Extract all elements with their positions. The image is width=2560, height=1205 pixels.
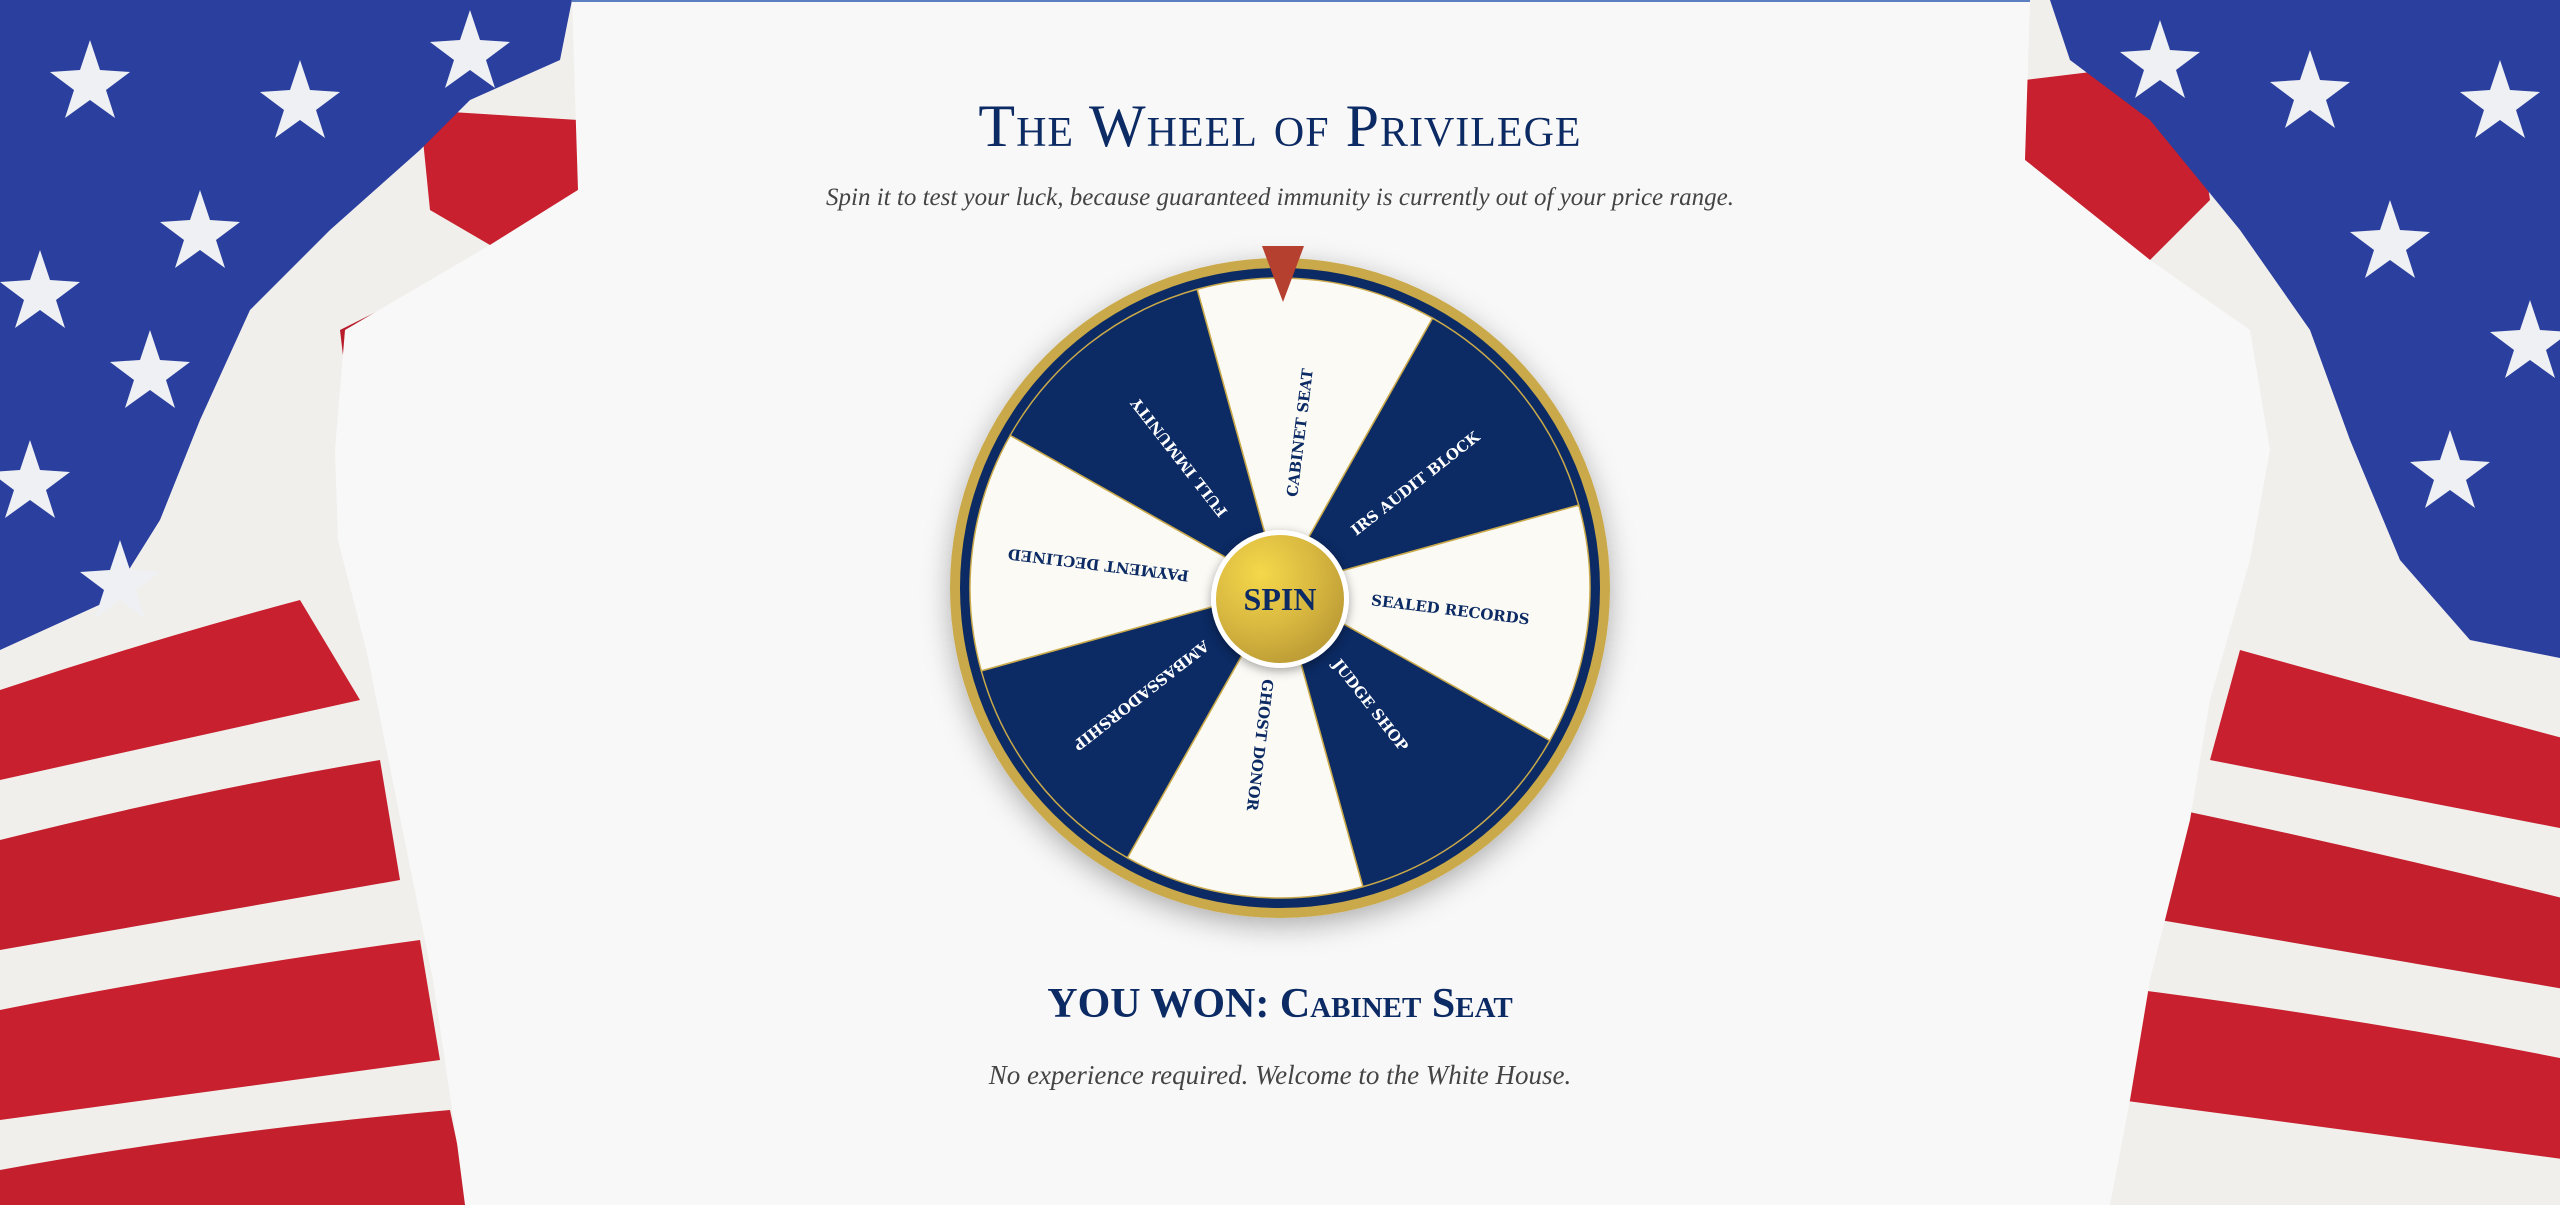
- spin-button[interactable]: SPIN: [1211, 530, 1349, 668]
- result-title: YOU WON: Cabinet Seat: [1047, 981, 1513, 1027]
- top-border: [0, 0, 2560, 2]
- wheel-segment: [1009, 288, 1282, 590]
- wheel-segment: [1278, 586, 1551, 888]
- pointer-icon: [1262, 246, 1304, 302]
- american-flag-left: [0, 0, 578, 1205]
- american-flag-right: [2025, 0, 2560, 1205]
- wheel-segment: [980, 586, 1282, 859]
- result-message: No experience required. Welcome to the W…: [988, 1060, 1572, 1090]
- wheel-segment: [1278, 317, 1580, 590]
- wheel-segment: [1196, 277, 1434, 590]
- wheel-segment: [1278, 504, 1591, 742]
- page-title: The Wheel of Privilege: [978, 93, 1582, 159]
- page-subtitle: Spin it to test your luck, because guara…: [826, 184, 1734, 211]
- wheel-segment: [1126, 586, 1364, 899]
- wheel-segment: [969, 434, 1282, 672]
